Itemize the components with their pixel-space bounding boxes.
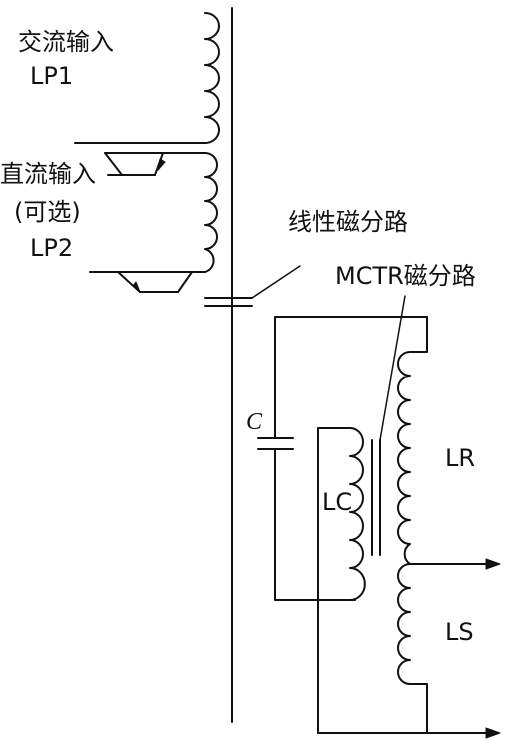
label-lr: LR bbox=[445, 444, 476, 472]
label-optional: (可选) bbox=[14, 198, 81, 226]
label-mctr-shunt: MCTR磁分路 bbox=[335, 262, 476, 290]
label-lp2: LP2 bbox=[30, 234, 74, 262]
lc-winding bbox=[317, 427, 366, 723]
dc-switch-top bbox=[104, 152, 166, 176]
dc-switch-bottom bbox=[117, 271, 193, 293]
lp1-winding bbox=[74, 12, 220, 144]
label-ac-input: 交流输入 bbox=[18, 28, 114, 56]
output-terminals bbox=[317, 558, 501, 739]
label-ls: LS bbox=[445, 618, 474, 646]
mctr-shunt-core bbox=[371, 295, 406, 556]
lr-ls-winding bbox=[397, 316, 428, 723]
label-linear-shunt: 线性磁分路 bbox=[288, 208, 408, 236]
capacitor-circuit bbox=[257, 316, 428, 601]
label-lp1: LP1 bbox=[30, 62, 74, 90]
label-capacitor: C bbox=[246, 409, 263, 435]
linear-shunt-gap bbox=[204, 265, 301, 307]
label-dc-input: 直流输入 bbox=[0, 160, 96, 188]
label-lc: LC bbox=[322, 488, 353, 516]
lp2-winding bbox=[89, 152, 218, 273]
